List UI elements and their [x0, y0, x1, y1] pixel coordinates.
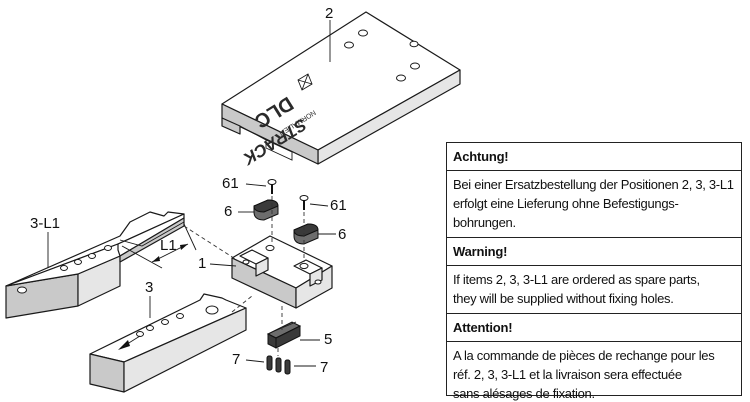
notice-de-heading: Achtung!: [453, 149, 509, 164]
part-3-l1-bar: [5, 211, 185, 319]
divider: [447, 341, 741, 342]
part-61-screw-left: [267, 179, 277, 194]
notice-fr: Attention! A la commande de pièces de re…: [447, 320, 741, 402]
part-3-bar: [89, 293, 247, 393]
notice-de-line: bohrungen.: [453, 215, 516, 230]
notice-fr-line: sans alésages de fixation.: [453, 386, 595, 401]
callout-6-right: 6: [338, 226, 347, 243]
notice-en-line: they will be supplied without fixing hol…: [453, 291, 674, 306]
notice-de: Achtung! Bei einer Ersatzbestellung der …: [447, 149, 741, 231]
part-6-pad-right: [293, 223, 319, 245]
notice-fr-heading: Attention!: [453, 320, 513, 335]
dlc-logo-icon: [297, 73, 313, 91]
callout-7-left: 7: [232, 351, 241, 368]
leader-61-left: [245, 183, 267, 187]
part-7-pins: [266, 355, 291, 375]
divider: [447, 237, 741, 238]
leader-7-left: [245, 359, 265, 363]
divider: [447, 170, 741, 171]
callout-6-left: 6: [224, 203, 233, 220]
notice-en-line: If items 2, 3, 3-L1 are ordered as spare…: [453, 272, 700, 287]
part-61-screw-right: [299, 195, 309, 210]
leader-61-right: [309, 203, 329, 207]
part-6-pad-left: [253, 199, 279, 221]
notice-de-line: erfolgt eine Lieferung ohne Befestigungs…: [453, 196, 679, 211]
notice-en-heading: Warning!: [453, 244, 508, 259]
callout-7-right: 7: [320, 359, 329, 376]
part-5-slide: [266, 321, 302, 349]
notice-de-line: Bei einer Ersatzbestellung der Positione…: [453, 177, 734, 192]
divider: [447, 313, 741, 314]
part-1-block: [231, 235, 333, 309]
assembly-lines: [183, 196, 305, 356]
callout-1: 1: [198, 255, 207, 272]
spare-parts-notice: Achtung! Bei einer Ersatzbestellung der …: [446, 142, 742, 401]
notice-fr-line: A la commande de pièces de rechange pour…: [453, 348, 715, 363]
callout-3: 3: [145, 279, 154, 296]
l1-dimension: [121, 223, 197, 269]
callout-61-left: 61: [222, 175, 239, 192]
notice-fr-line: réf. 2, 3, 3-L1 et la livraison sera eff…: [453, 367, 682, 382]
divider: [447, 265, 741, 266]
callout-5: 5: [324, 331, 333, 348]
part-2-top-plate: [221, 11, 461, 165]
callout-l1: L1: [160, 237, 177, 254]
callout-61-right: 61: [330, 197, 347, 214]
leader-1: [209, 263, 237, 267]
callout-3-l1: 3-L1: [30, 215, 61, 232]
arrow-icon: [118, 340, 130, 350]
callout-2: 2: [325, 5, 334, 22]
notice-en: Warning! If items 2, 3, 3-L1 are ordered…: [447, 244, 741, 307]
